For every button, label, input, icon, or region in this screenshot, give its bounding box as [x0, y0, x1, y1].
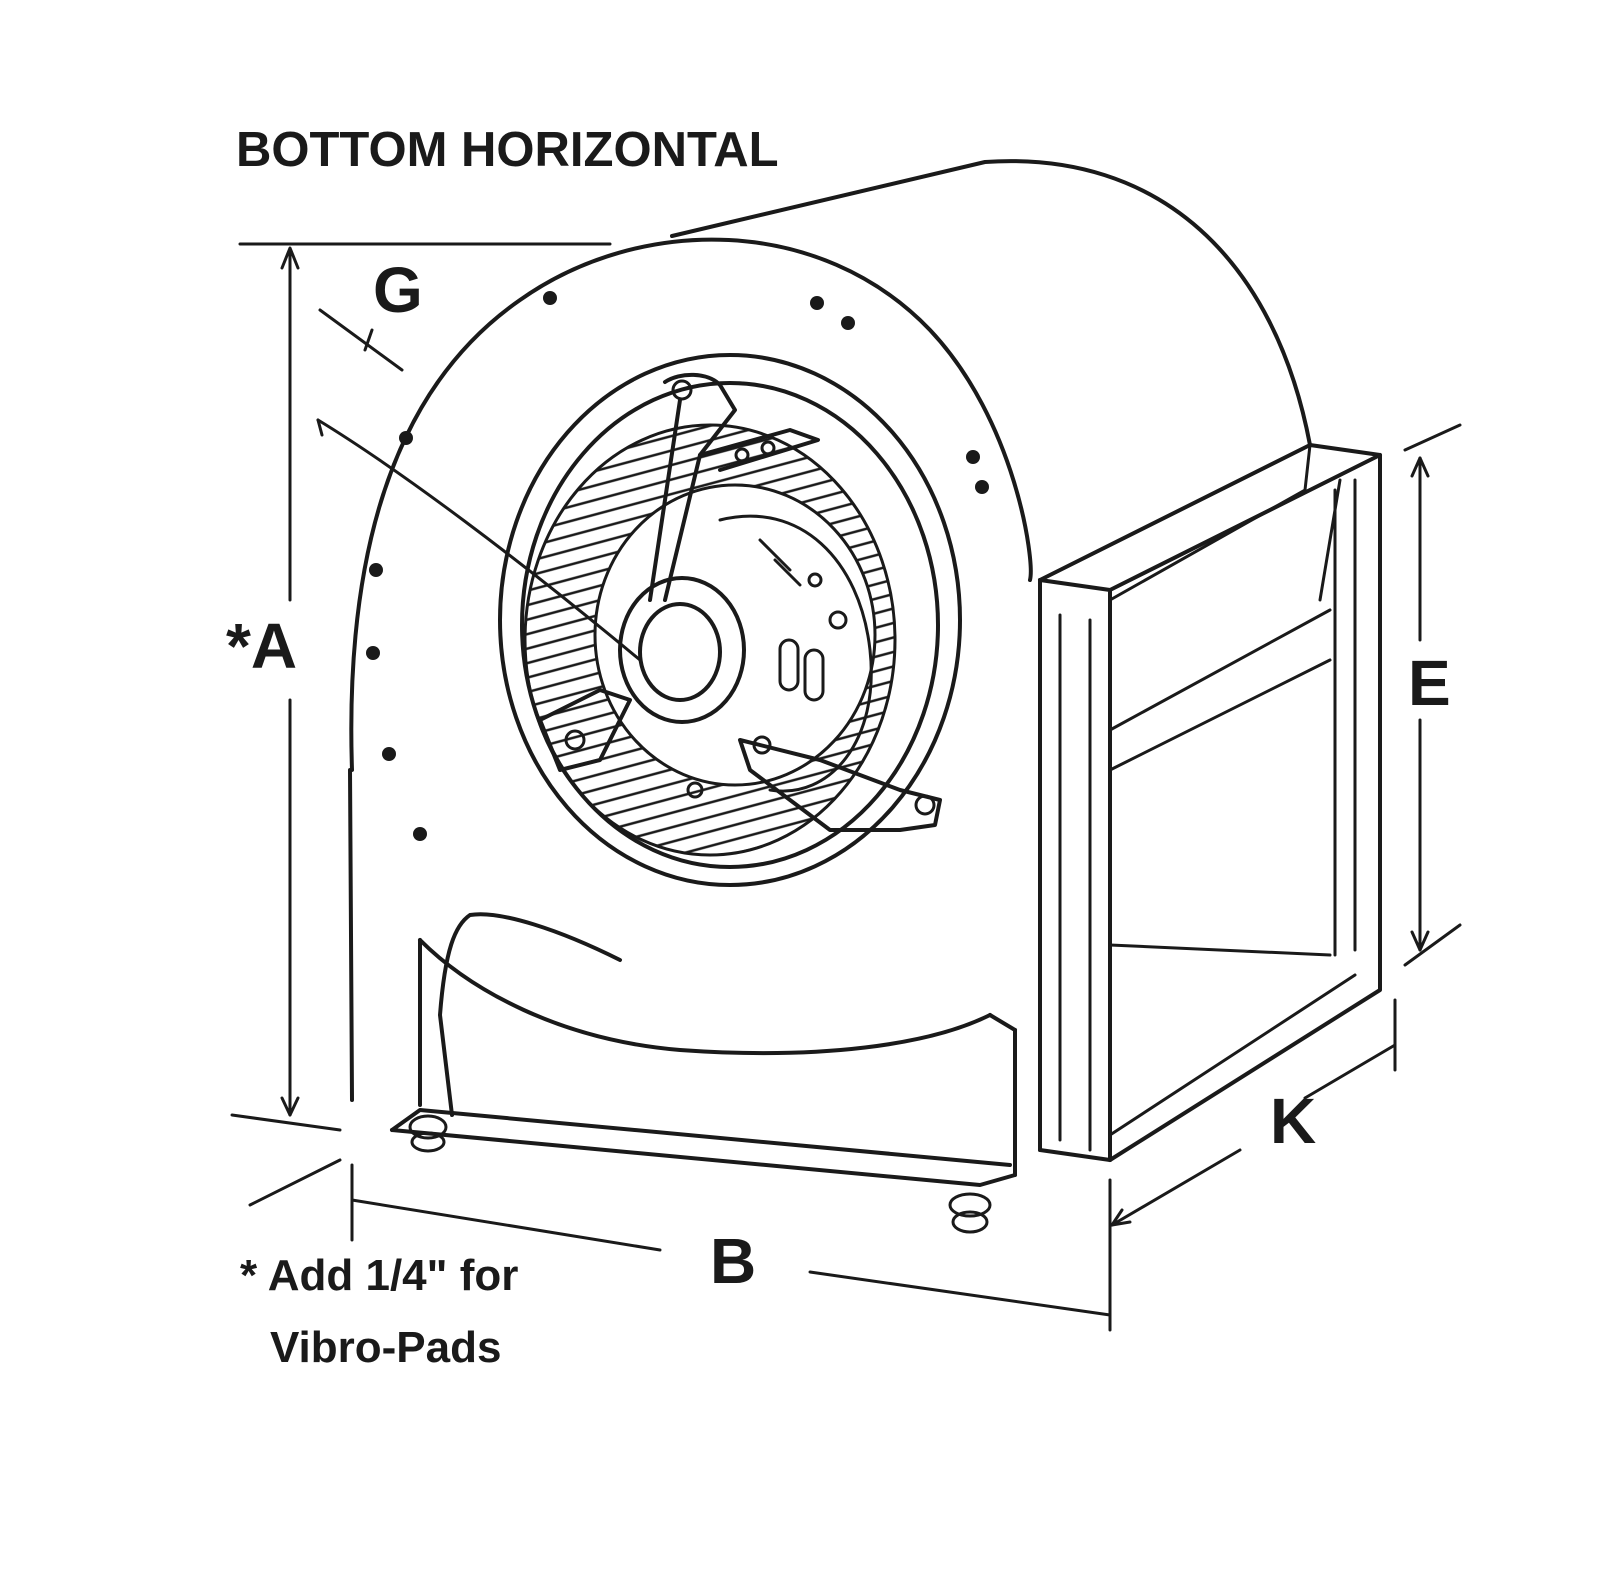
- dimension-label-a: *A: [226, 610, 297, 682]
- inlet-and-wheel: [316, 353, 962, 887]
- dimension-label-b: B: [710, 1225, 756, 1297]
- dimension-label-e: E: [1408, 647, 1451, 719]
- dimension-lines: [230, 242, 1462, 1332]
- base: [390, 912, 1017, 1234]
- vibro-pad-note-line2: Vibro-Pads: [270, 1323, 501, 1372]
- outlet-frame: [1038, 443, 1382, 1162]
- vibro-pad-note-line1: * Add 1/4" for: [240, 1251, 518, 1300]
- dimension-label-g: G: [373, 254, 423, 326]
- diagram-title: BOTTOM HORIZONTAL: [236, 123, 779, 177]
- dimension-label-k: K: [1270, 1085, 1316, 1157]
- bolt-holes: [366, 291, 989, 841]
- blower-housing: [318, 159, 1312, 1102]
